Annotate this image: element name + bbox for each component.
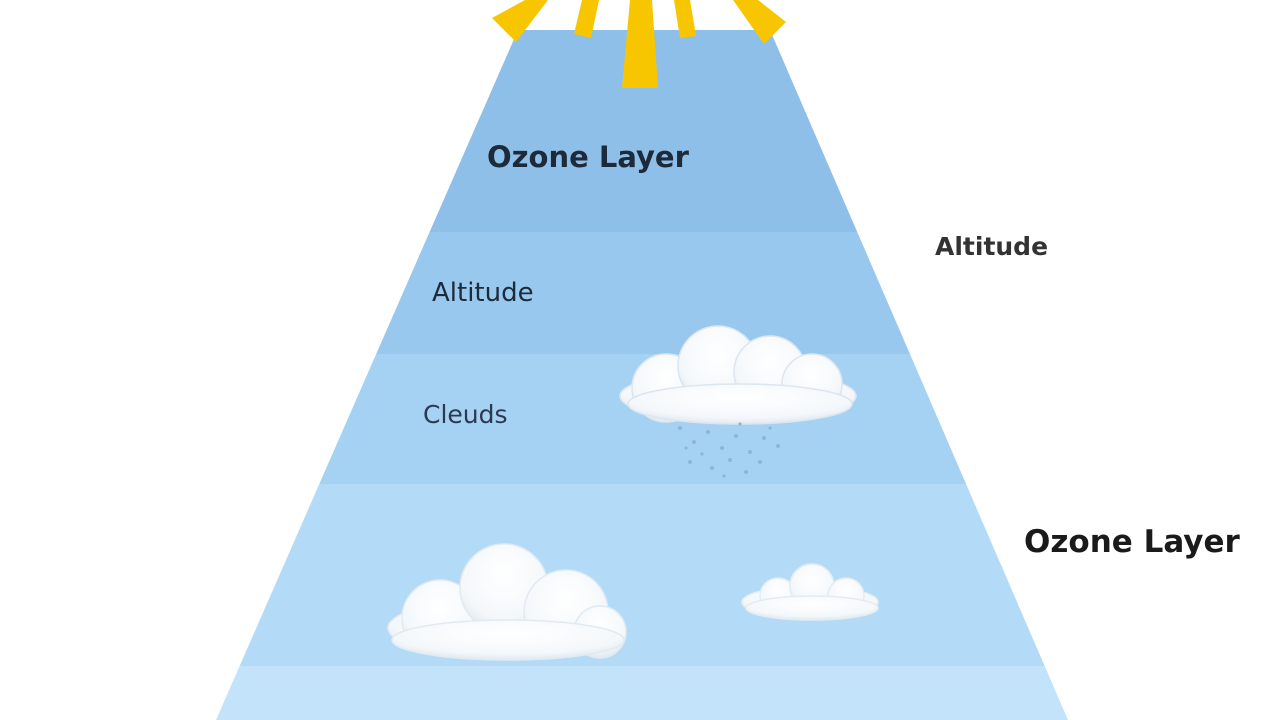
altitude-label: Altitude [432, 278, 534, 308]
rain-drops [678, 422, 780, 478]
side-ozone-layer-label: Ozone Layer [1024, 524, 1240, 560]
large-cloud-icon [387, 543, 627, 661]
sun-ray [733, 0, 786, 44]
clouds-label: Cleuds [423, 400, 508, 429]
sun-ray [622, 0, 658, 88]
band-lower [216, 484, 1068, 666]
side-altitude-label: Altitude [935, 232, 1049, 261]
band-ground [216, 666, 1068, 720]
band-altitude [216, 232, 1068, 354]
ozone-layer-label: Ozone Layer [487, 140, 689, 174]
sun-ray [674, 0, 696, 38]
rain-cloud-icon [619, 325, 857, 478]
sun-ray [492, 0, 548, 42]
sun-rays-icon [492, 0, 786, 88]
small-cloud-icon [741, 563, 879, 621]
sun-ray [574, 0, 599, 38]
